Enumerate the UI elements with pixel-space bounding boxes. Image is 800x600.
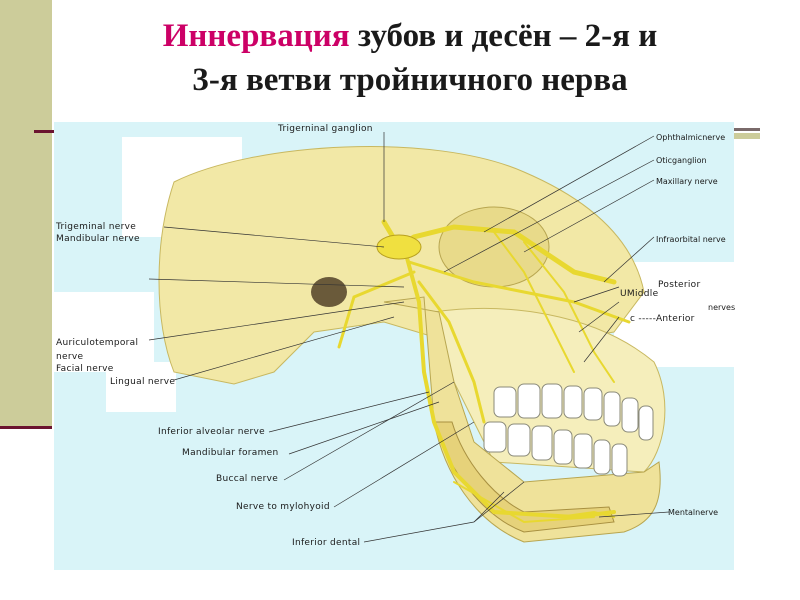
label-panel-lingual	[106, 362, 176, 412]
title-rule-left	[34, 130, 64, 133]
label-inferior-alveolar-nerve: Inferior alveolar nerve	[158, 427, 265, 437]
label-nerves: nerves	[708, 303, 736, 312]
label-ophthalmic-nerve: Ophthalmicnerve	[656, 133, 726, 142]
label-mandibular-foramen: Mandibular foramen	[182, 448, 279, 458]
label-auriculotemporal: Auriculotemporal	[56, 338, 139, 348]
label-middle: UMiddle	[620, 289, 659, 299]
lower-teeth	[483, 421, 628, 477]
label-mandibular-nerve: Mandibular nerve	[56, 234, 140, 244]
sidebar-rule	[0, 426, 52, 429]
label-posterior: Posterior	[658, 280, 701, 290]
label-mental-nerve: Mentalnerve	[668, 508, 719, 517]
label-inferior-dental: Inferior dental	[292, 538, 361, 548]
mandible	[383, 296, 661, 543]
label-panel-left	[54, 292, 154, 372]
label-infraorbital-nerve: Infraorbital nerve	[656, 235, 726, 244]
label-maxillary-nerve: Maxillary nerve	[656, 177, 718, 186]
label-buccal-nerve: Buccal nerve	[216, 474, 279, 484]
title-line1-rest: зубов и десён – 2-я и	[349, 18, 658, 54]
leader-lines	[148, 132, 670, 543]
skull-illustration	[54, 122, 734, 570]
mandible-canal	[433, 421, 615, 533]
title-line-1: Иннервация зубов и десён – 2-я и	[60, 14, 760, 58]
title-rule-right	[726, 128, 760, 131]
slide-title: Иннервация зубов и десён – 2-я и 3-я вет…	[60, 14, 760, 102]
label-nerve-to-mylohyoid: Nerve to mylohyoid	[236, 502, 330, 512]
title-line-2: 3-я ветви тройничного нерва	[192, 62, 628, 98]
upper-teeth	[493, 383, 654, 441]
label-trigeminal-nerve: Trigeminal nerve	[56, 222, 137, 232]
label-facial-nerve: Facial nerve	[56, 364, 114, 374]
sidebar-decoration	[0, 0, 52, 428]
label-auriculotemporal-nerve: nerve	[56, 352, 84, 362]
title-highlight: Иннервация	[162, 18, 350, 54]
title-rule-right-accent	[726, 133, 760, 139]
trigeminal-ganglion-shape	[376, 234, 422, 260]
label-trigeminal-ganglion: Trigerninal ganglion	[278, 124, 373, 134]
label-lingual-nerve: Lingual nerve	[110, 377, 176, 387]
label-otic-ganglion: Oticganglion	[656, 156, 707, 165]
ear-canal	[311, 277, 347, 307]
label-anterior: c -----Anterior	[630, 314, 695, 324]
anatomy-figure: Trigerninal ganglion Ophthalmicnerve Oti…	[54, 122, 736, 570]
